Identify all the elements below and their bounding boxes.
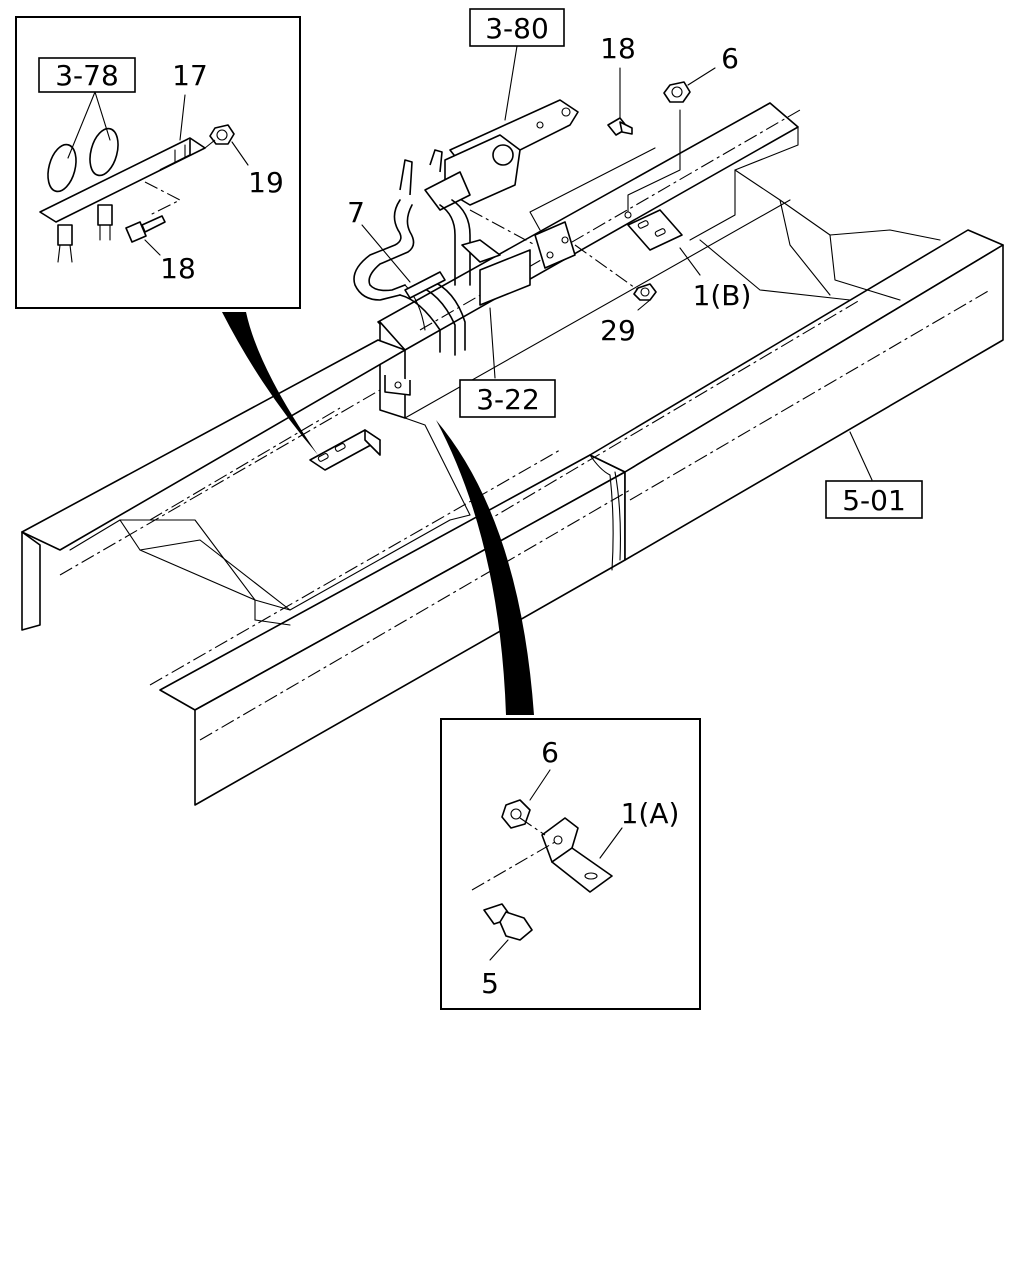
inset-lower: 6 1(A) 5 xyxy=(440,718,701,1010)
leader-lines xyxy=(361,45,873,481)
label-part-19: 19 xyxy=(248,166,284,199)
svg-text:3-80: 3-80 xyxy=(485,12,549,45)
ref-tag-3-78: 3-78 xyxy=(38,57,136,93)
label-part-6-inset: 6 xyxy=(541,736,559,769)
ref-tag-5-01: 5-01 xyxy=(825,480,923,519)
label-part-6-main: 6 xyxy=(721,42,739,75)
callout-arc-lower xyxy=(436,420,534,715)
chassis-frame xyxy=(21,102,1004,806)
label-part-17: 17 xyxy=(172,59,208,92)
nut-6-main xyxy=(663,81,691,103)
label-part-18-inset: 18 xyxy=(160,252,196,285)
label-part-7: 7 xyxy=(347,196,365,229)
svg-text:3-78: 3-78 xyxy=(55,59,119,92)
label-part-29: 29 xyxy=(600,314,636,347)
label-part-1a: 1(A) xyxy=(621,797,680,830)
label-part-5: 5 xyxy=(481,967,499,1000)
svg-text:5-01: 5-01 xyxy=(842,484,906,517)
ref-tag-3-22: 3-22 xyxy=(459,379,556,418)
ref-tag-3-80: 3-80 xyxy=(469,8,565,47)
inset-upper-left: 3-78 17 19 18 xyxy=(15,16,301,309)
bolt-18-main xyxy=(607,117,633,136)
bracket-1b xyxy=(624,109,683,251)
frame-bracket-left xyxy=(309,375,411,471)
valve-assembly xyxy=(353,99,656,356)
svg-text:3-22: 3-22 xyxy=(476,383,540,416)
label-part-1b: 1(B) xyxy=(693,279,752,312)
label-part-18-main: 18 xyxy=(600,32,636,65)
callout-arc-upper xyxy=(222,312,318,455)
